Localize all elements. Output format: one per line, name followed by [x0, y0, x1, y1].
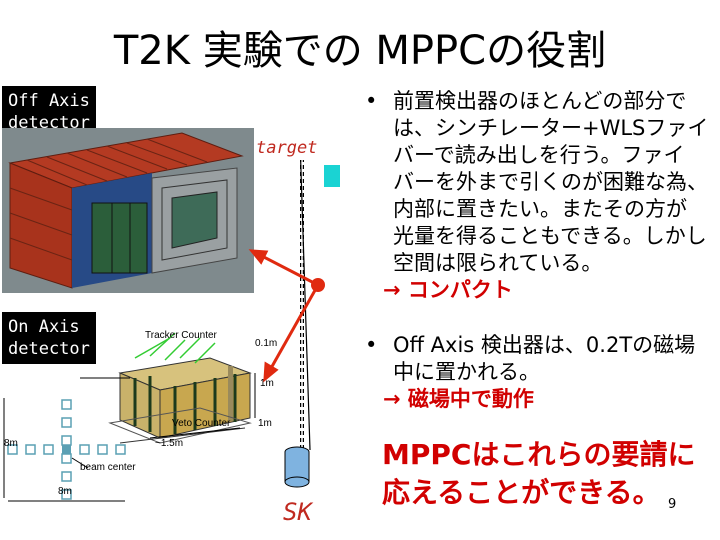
tracker-counter-label: Tracker Counter [145, 330, 217, 341]
bullet-dot: • [365, 89, 378, 113]
onaxis-detector-diagram [3, 332, 256, 502]
bullet-2-line: Off Axis 検出器は、0.2Tの磁場 [393, 333, 696, 357]
bullet-2-result: → 磁場中で動作 [383, 387, 534, 411]
dim-8m-horizontal-label: 8m [58, 486, 72, 497]
bullet-1-line: 内部に置きたい。またその方が [393, 197, 687, 221]
bullet-1-line: バーを外まで引くのが困難な為、 [393, 170, 708, 194]
bullet-dot: • [365, 333, 378, 357]
conclusion-line: MPPCはこれらの要請に [382, 438, 696, 471]
sk-label: SK [283, 498, 312, 526]
beam-line-graphic [248, 160, 340, 488]
conclusion-line: 応えることができる。 [382, 476, 661, 509]
target-label: target [256, 138, 318, 158]
offaxis-detector-image [2, 128, 254, 293]
bullet-2: • Off Axis 検出器は、0.2Tの磁場 中に置かれる。 → 磁場中で動作 [365, 332, 717, 413]
bullet-1-result: → コンパクト [383, 278, 513, 302]
bullet-1-line: バーで読み出しを行う。ファイ [393, 143, 685, 167]
slide-title: T2K 実験での MPPCの役割 [113, 28, 607, 74]
bullet-1-line: は、シンチレーター+WLSファイ [393, 116, 709, 140]
bullet-1-line: 前置検出器のほとんどの部分で [393, 89, 687, 113]
target-marker [324, 165, 340, 187]
onaxis-label: On Axis detector [2, 312, 96, 364]
dim-01m-label: 0.1m [255, 338, 278, 349]
page-number: 9 [668, 497, 677, 512]
dim-15m-label: ~1.5m [155, 438, 184, 449]
conclusion-text: MPPCはこれらの要請に 応えることができる。 [382, 436, 695, 512]
bullet-1-line: 空間は限られている。 [393, 251, 603, 275]
dim-1m-a-label: 1m [260, 378, 274, 389]
bullet-1-line: 光量を得ることもできる。しかし [393, 224, 707, 248]
veto-counter-label: Veto Counter [172, 418, 231, 429]
dim-8m-vertical-label: 8m [4, 438, 18, 449]
bullet-1: • 前置検出器のほとんどの部分で は、シンチレーター+WLSファイ バーで読み出… [365, 88, 717, 304]
beam-center-label: beam center [80, 462, 136, 473]
dim-1m-b-label: 1m [258, 418, 272, 429]
bullet-2-line: 中に置かれる。 [393, 360, 540, 384]
